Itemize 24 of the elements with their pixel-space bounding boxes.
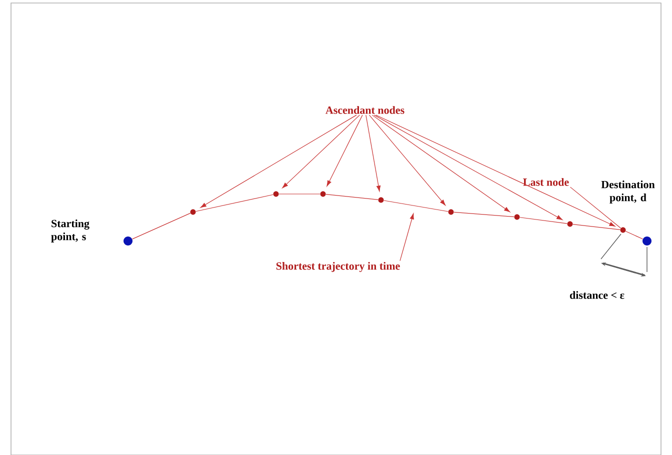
point-label: Starting point, s	[51, 220, 90, 242]
leader-line	[570, 186, 621, 228]
trajectory-line	[196, 194, 274, 212]
trajectory-line	[520, 217, 568, 224]
trajectory-line	[454, 212, 514, 218]
arrow	[372, 114, 510, 212]
trajectory-line	[572, 224, 620, 230]
arrow	[376, 114, 616, 227]
point-label: Destination point, d	[601, 180, 655, 204]
arrow	[326, 114, 363, 186]
callout-text: Last node	[523, 178, 569, 186]
trajectory-line	[132, 212, 191, 240]
callout-text: Shortest trajectory in time	[276, 262, 400, 272]
arrow	[374, 114, 563, 220]
arrow	[282, 114, 360, 188]
arrow	[200, 114, 357, 208]
trajectory-line	[326, 194, 378, 200]
trajectory-line	[625, 230, 644, 240]
arrow	[368, 114, 446, 206]
leader-line	[400, 213, 414, 262]
trajectory-line	[384, 200, 448, 212]
heading-label: Ascendant nodes	[326, 106, 404, 114]
arrow	[366, 114, 381, 192]
dimension-label: distance < ε	[570, 291, 624, 299]
